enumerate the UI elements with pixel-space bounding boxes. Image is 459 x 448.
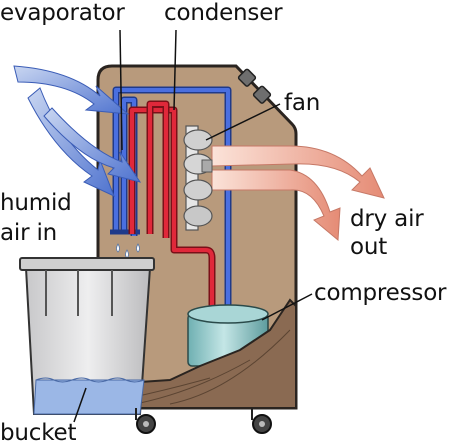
label-humid-air-in-line2: air in bbox=[0, 220, 58, 246]
control-knob[interactable] bbox=[252, 85, 272, 104]
label-fan: fan bbox=[284, 90, 321, 116]
label-dry-air-out-line1: dry air bbox=[350, 206, 424, 232]
control-knob[interactable] bbox=[237, 68, 257, 87]
fan-icon bbox=[183, 125, 213, 231]
wheel-icon bbox=[135, 408, 272, 434]
label-condenser: condenser bbox=[164, 0, 283, 26]
label-bucket: bucket bbox=[0, 420, 77, 446]
water-drop-icon bbox=[116, 243, 140, 259]
humid-air-arrow-icon bbox=[13, 65, 142, 197]
leader-lines bbox=[73, 29, 313, 423]
label-compressor: compressor bbox=[314, 280, 447, 306]
condenser-coil bbox=[128, 100, 216, 318]
label-humid-air-in-line1: humid bbox=[0, 190, 72, 216]
bucket bbox=[19, 257, 155, 415]
wood-floor bbox=[97, 298, 297, 409]
dry-air-arrow-icon bbox=[211, 145, 385, 242]
label-evaporator: evaporator bbox=[0, 0, 125, 26]
label-dry-air-out-line2: out bbox=[350, 234, 388, 260]
